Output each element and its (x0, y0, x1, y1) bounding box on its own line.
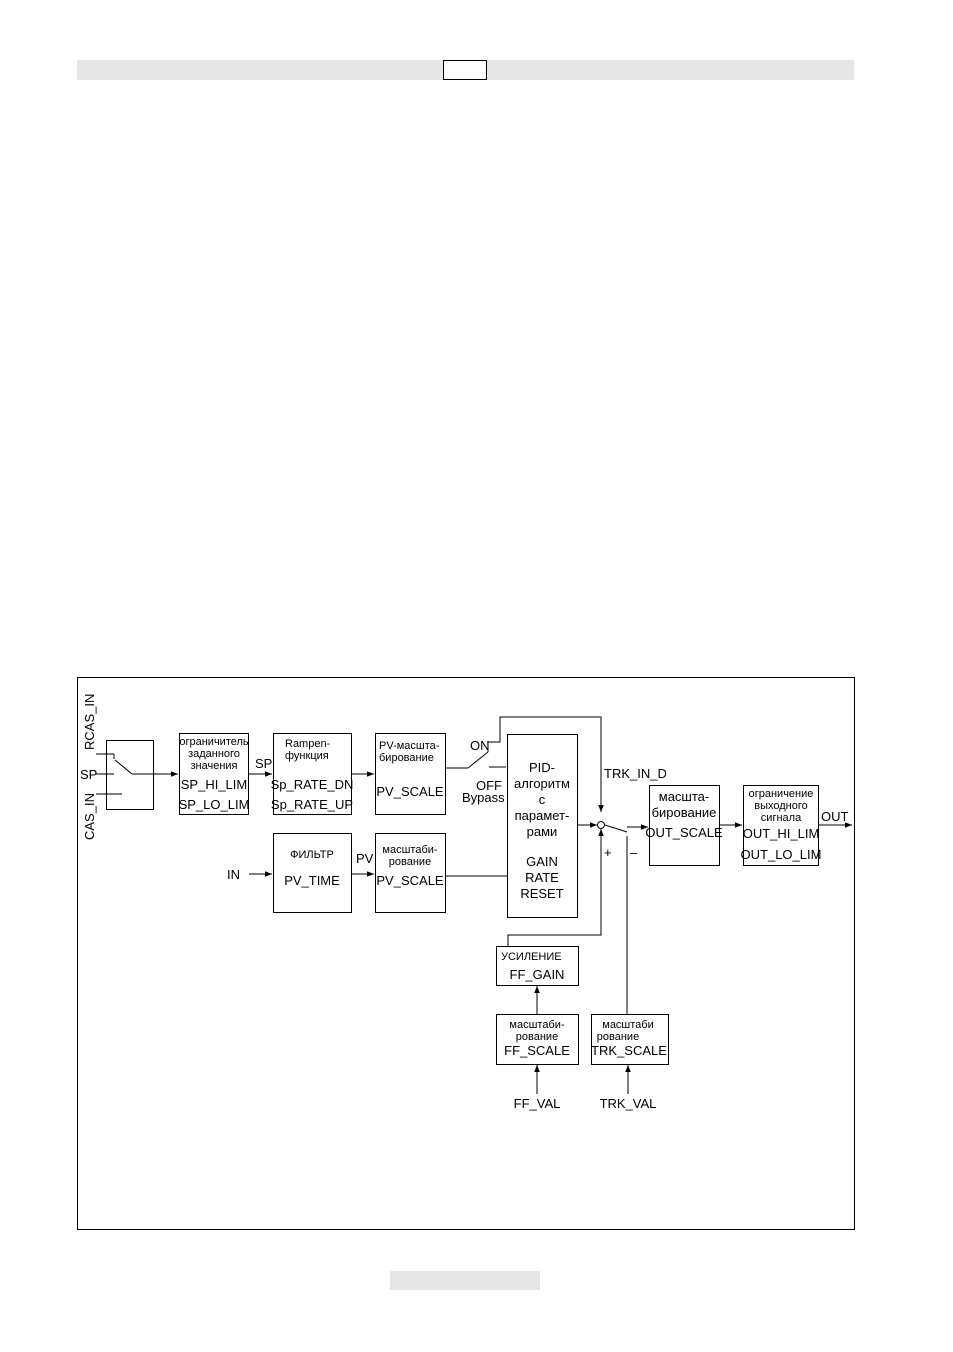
pv-scale-top-block: PV-масшта- бирование PV_SCALE (375, 733, 446, 815)
rate-param: RATE (525, 870, 559, 885)
pv-scale-bottom-line1: масштаби- (382, 844, 437, 856)
out-scale-param: OUT_SCALE (645, 825, 723, 840)
trk-in-d-label: TRK_IN_D (604, 766, 667, 781)
ff-scale-line2: рование (516, 1031, 558, 1043)
connector-ff-gain-to-sum (507, 829, 604, 946)
track-switch (604, 824, 648, 1014)
trk-val-label: TRK_VAL (600, 1096, 657, 1111)
input-selector-switch (96, 740, 154, 810)
diagram-frame (77, 677, 855, 1230)
bypass-switch (445, 716, 604, 812)
sp-rate-up-param: Sp_RATE_UP (271, 797, 353, 812)
sp-limiter-line2: заданного (188, 748, 240, 760)
trk-scale-block: масштаби рование TRK_SCALE (591, 1014, 669, 1065)
pid-line4: парамет- (515, 808, 570, 823)
pid-line1: PID- (529, 760, 555, 775)
pv-scale-bottom-param: PV_SCALE (376, 873, 444, 888)
pv-time-param: PV_TIME (284, 873, 340, 888)
bypass-label: Bypass (462, 790, 505, 805)
out-limit-line2: выходного (754, 800, 808, 812)
out-limit-block: ограничение выходного сигнала OUT_HI_LIM… (741, 785, 822, 866)
out-limit-line3: сигнала (761, 812, 802, 824)
out-hi-lim-param: OUT_HI_LIM (743, 826, 820, 841)
gain-param: GAIN (526, 854, 558, 869)
sp-rate-dn-param: Sp_RATE_DN (271, 777, 354, 792)
trk-scale-line1: масштаби (602, 1019, 653, 1031)
filter-block: ФИЛЬТР PV_TIME (273, 833, 352, 913)
reset-param: RESET (520, 886, 563, 901)
out-label: OUT (821, 809, 849, 824)
pid-line3: с (539, 792, 546, 807)
in-label: IN (227, 867, 240, 882)
ramp-line2: функция (285, 750, 329, 762)
out-scale-block: масшта- бирование OUT_SCALE (645, 785, 723, 866)
minus-label: – (630, 845, 638, 860)
pv-scale-top-line1: PV-масшта- (379, 740, 440, 752)
sp-limiter-line3: значения (190, 760, 237, 772)
ff-scale-param: FF_SCALE (504, 1043, 570, 1058)
ff-gain-param: FF_GAIN (510, 967, 565, 982)
pv-scale-top-param: PV_SCALE (376, 784, 444, 799)
out-lo-lim-param: OUT_LO_LIM (741, 847, 822, 862)
off-label: OFF (476, 778, 502, 793)
trk-scale-line2: рование (597, 1031, 639, 1043)
sp-signal-label: SP (255, 756, 272, 771)
sp-limiter-line1: ограничитель (179, 736, 249, 748)
sp-limiter-block: ограничитель заданного значения SP_HI_LI… (179, 733, 250, 815)
pv-signal-label: PV (356, 851, 374, 866)
out-scale-line1: масшта- (659, 789, 709, 804)
ff-gain-block: УСИЛЕНИЕ FF_GAIN (496, 946, 579, 986)
sp-hi-lim-param: SP_HI_LIM (181, 777, 247, 792)
ff-scale-block: масштаби- рование FF_SCALE (496, 1014, 579, 1065)
sp-lo-lim-param: SP_LO_LIM (179, 797, 250, 812)
plus-label: + (604, 845, 612, 860)
filter-line1: ФИЛЬТР (290, 849, 334, 861)
summing-node (597, 821, 605, 829)
pid-algorithm-block: PID- алгоритм с парамет- рами GAIN RATE … (507, 734, 578, 918)
ff-scale-line1: масштаби- (509, 1019, 564, 1031)
ramp-function-block: Rampen- функция Sp_RATE_DN Sp_RATE_UP (271, 733, 354, 815)
pid-line2: алгоритм (514, 776, 570, 791)
ff-gain-line1: УСИЛЕНИЕ (501, 951, 562, 963)
pv-scale-top-line2: бирование (379, 752, 434, 764)
out-scale-line2: бирование (652, 805, 717, 820)
pv-scale-bottom-block: масштаби- рование PV_SCALE (375, 833, 446, 913)
pid-line5: рами (527, 824, 558, 839)
footer-bar (390, 1271, 540, 1290)
ff-val-label: FF_VAL (514, 1096, 561, 1111)
trk-scale-param: TRK_SCALE (591, 1043, 667, 1058)
on-label: ON (470, 738, 490, 753)
ramp-line1: Rampen- (285, 738, 331, 750)
pv-scale-bottom-line2: рование (389, 856, 431, 868)
sp-input-label: SP (80, 767, 97, 782)
out-limit-line1: ограничение (749, 788, 814, 800)
rcas-in-label: RCAS_IN (82, 694, 97, 750)
cas-in-label: CAS_IN (82, 793, 97, 840)
page-number-box (443, 60, 487, 80)
